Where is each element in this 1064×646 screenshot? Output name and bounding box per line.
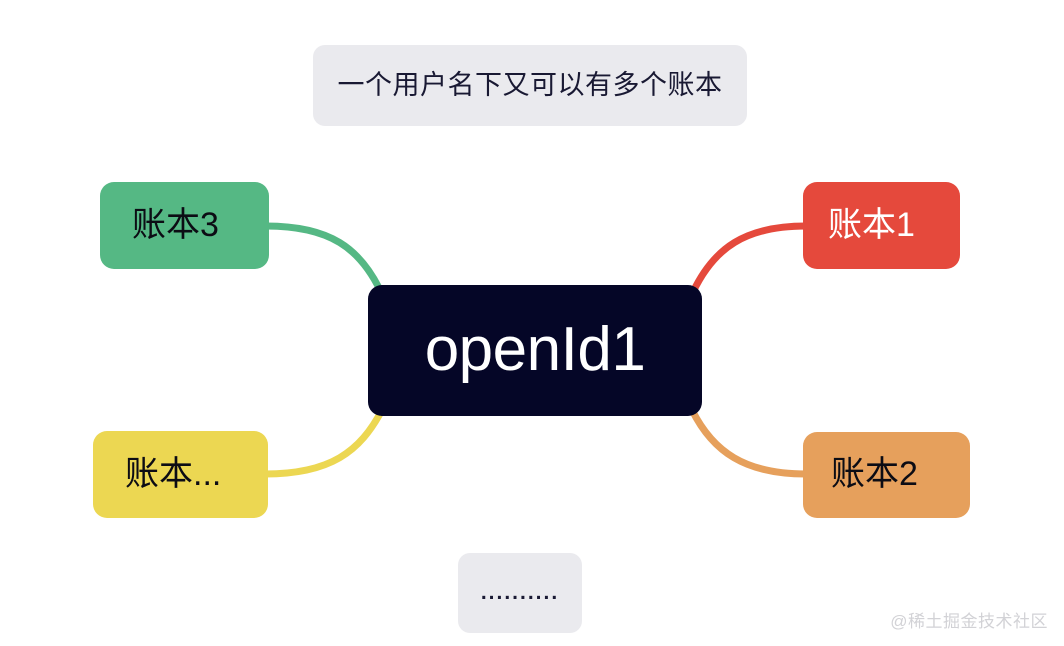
note-top-label: 一个用户名下又可以有多个账本 [337, 69, 723, 100]
node-ledger-2-label: 账本2 [831, 455, 918, 494]
edge-ledger-more [261, 406, 386, 478]
node-center-openid[interactable]: openId1 [368, 285, 702, 416]
node-ledger-1[interactable]: 账本1 [803, 182, 960, 269]
edge-ledger-2 [688, 406, 810, 478]
node-ledger-3-label: 账本3 [132, 205, 219, 244]
edge-ledger-1 [689, 222, 810, 296]
edge-ledger-3 [262, 222, 385, 296]
note-top: 一个用户名下又可以有多个账本 [313, 45, 747, 126]
watermark: @稀土掘金技术社区 [890, 612, 1048, 631]
node-ledger-2[interactable]: 账本2 [803, 432, 970, 518]
node-center-label: openId1 [424, 315, 646, 385]
node-ledger-more-label: 账本... [125, 454, 222, 493]
note-bottom-label: .......... [480, 581, 560, 605]
note-bottom: .......... [458, 553, 582, 633]
node-ledger-3[interactable]: 账本3 [100, 182, 269, 269]
node-ledger-more[interactable]: 账本... [93, 431, 268, 518]
node-ledger-1-label: 账本1 [828, 205, 915, 244]
